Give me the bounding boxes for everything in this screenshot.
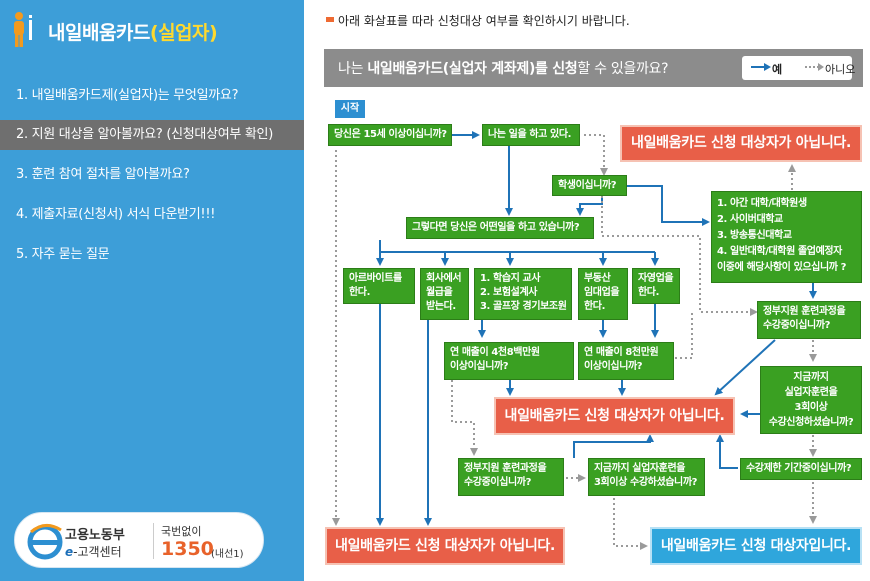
sidebar-item-faq[interactable]: 5. 자주 묻는 질문: [16, 247, 110, 262]
divider: [153, 523, 154, 559]
no-area-code-label: 국번없이: [161, 525, 202, 538]
question-title: 나는 내일배움카드(실업자 계좌제)를 신청할 수 있을까요?: [338, 61, 669, 77]
legend-no-label: 아니오: [825, 63, 856, 76]
sidebar-title: 내일배움카드(실업자): [48, 22, 218, 44]
q-working: 나는 일을 하고 있다.: [482, 124, 580, 146]
result-not-eligible-top: 내일배움카드 신청 대상자가 아닙니다.: [620, 125, 862, 162]
start-label: 시작: [335, 100, 365, 118]
sidebar-title-accent: (실업자): [149, 22, 218, 44]
no-arrow-icon: [805, 63, 824, 71]
result-not-eligible-middle: 내일배움카드 신청 대상자가 아닙니다.: [494, 397, 735, 435]
sidebar: 내일배움카드(실업자) 1. 내일배움카드제(실업자)는 무엇일까요? 2. 지…: [0, 0, 304, 581]
sidebar-item-forms-download[interactable]: 4. 제출자료(신청서) 서식 다운받기!!!: [16, 207, 216, 222]
person-icon: [14, 12, 32, 47]
hotline-number: 1350: [161, 538, 214, 560]
yes-arrow-icon: [751, 63, 771, 71]
customer-center-banner[interactable]: 고용노동부 e-고객센터 국번없이 1350 (내선1): [14, 512, 264, 568]
arrow-legend: 예 아니오: [742, 56, 856, 80]
q-work-type: 그렇다면 당신은 어떤일을 하고 있습니까?: [406, 217, 594, 239]
ministry-name: 고용노동부: [65, 528, 125, 543]
q-restriction-period: 수강제한 기간중이십니까?: [740, 458, 862, 480]
customer-center-name: e-고객센터: [65, 545, 122, 559]
student-type-list: 1. 야간 대학/대학원생 2. 사이버대학교 3. 방송통신대학교 4. 일반…: [711, 191, 862, 283]
sidebar-header: 내일배움카드(실업자): [0, 0, 304, 60]
result-eligible: 내일배움카드 신청 대상자입니다.: [650, 527, 862, 565]
e-logo-icon: [27, 524, 63, 560]
intro-text: 아래 화살표를 따라 신청대상 여부를 확인하시기 바랍니다.: [338, 14, 630, 28]
sidebar-item-procedure[interactable]: 3. 훈련 참여 절차를 알아볼까요?: [16, 167, 190, 182]
legend-yes-label: 예: [772, 63, 783, 76]
q-age-15: 당신은 15세 이상이십니까?: [328, 124, 452, 146]
hotline-extension: (내선1): [211, 549, 244, 560]
sidebar-item-what-is-card[interactable]: 1. 내일배움카드제(실업자)는 무엇일까요?: [16, 88, 239, 103]
intro-bullet-icon: [326, 17, 334, 22]
question-bar: 나는 내일배움카드(실업자 계좌제)를 신청할 수 있을까요? 예 아니오: [324, 49, 863, 87]
sidebar-item-eligibility[interactable]: 2. 지원 대상을 알아볼까요? (신청대상여부 확인): [0, 120, 304, 150]
q-student: 학생이십니까?: [552, 175, 627, 196]
result-not-eligible-bottom: 내일배움카드 신청 대상자가 아닙니다.: [325, 527, 565, 565]
